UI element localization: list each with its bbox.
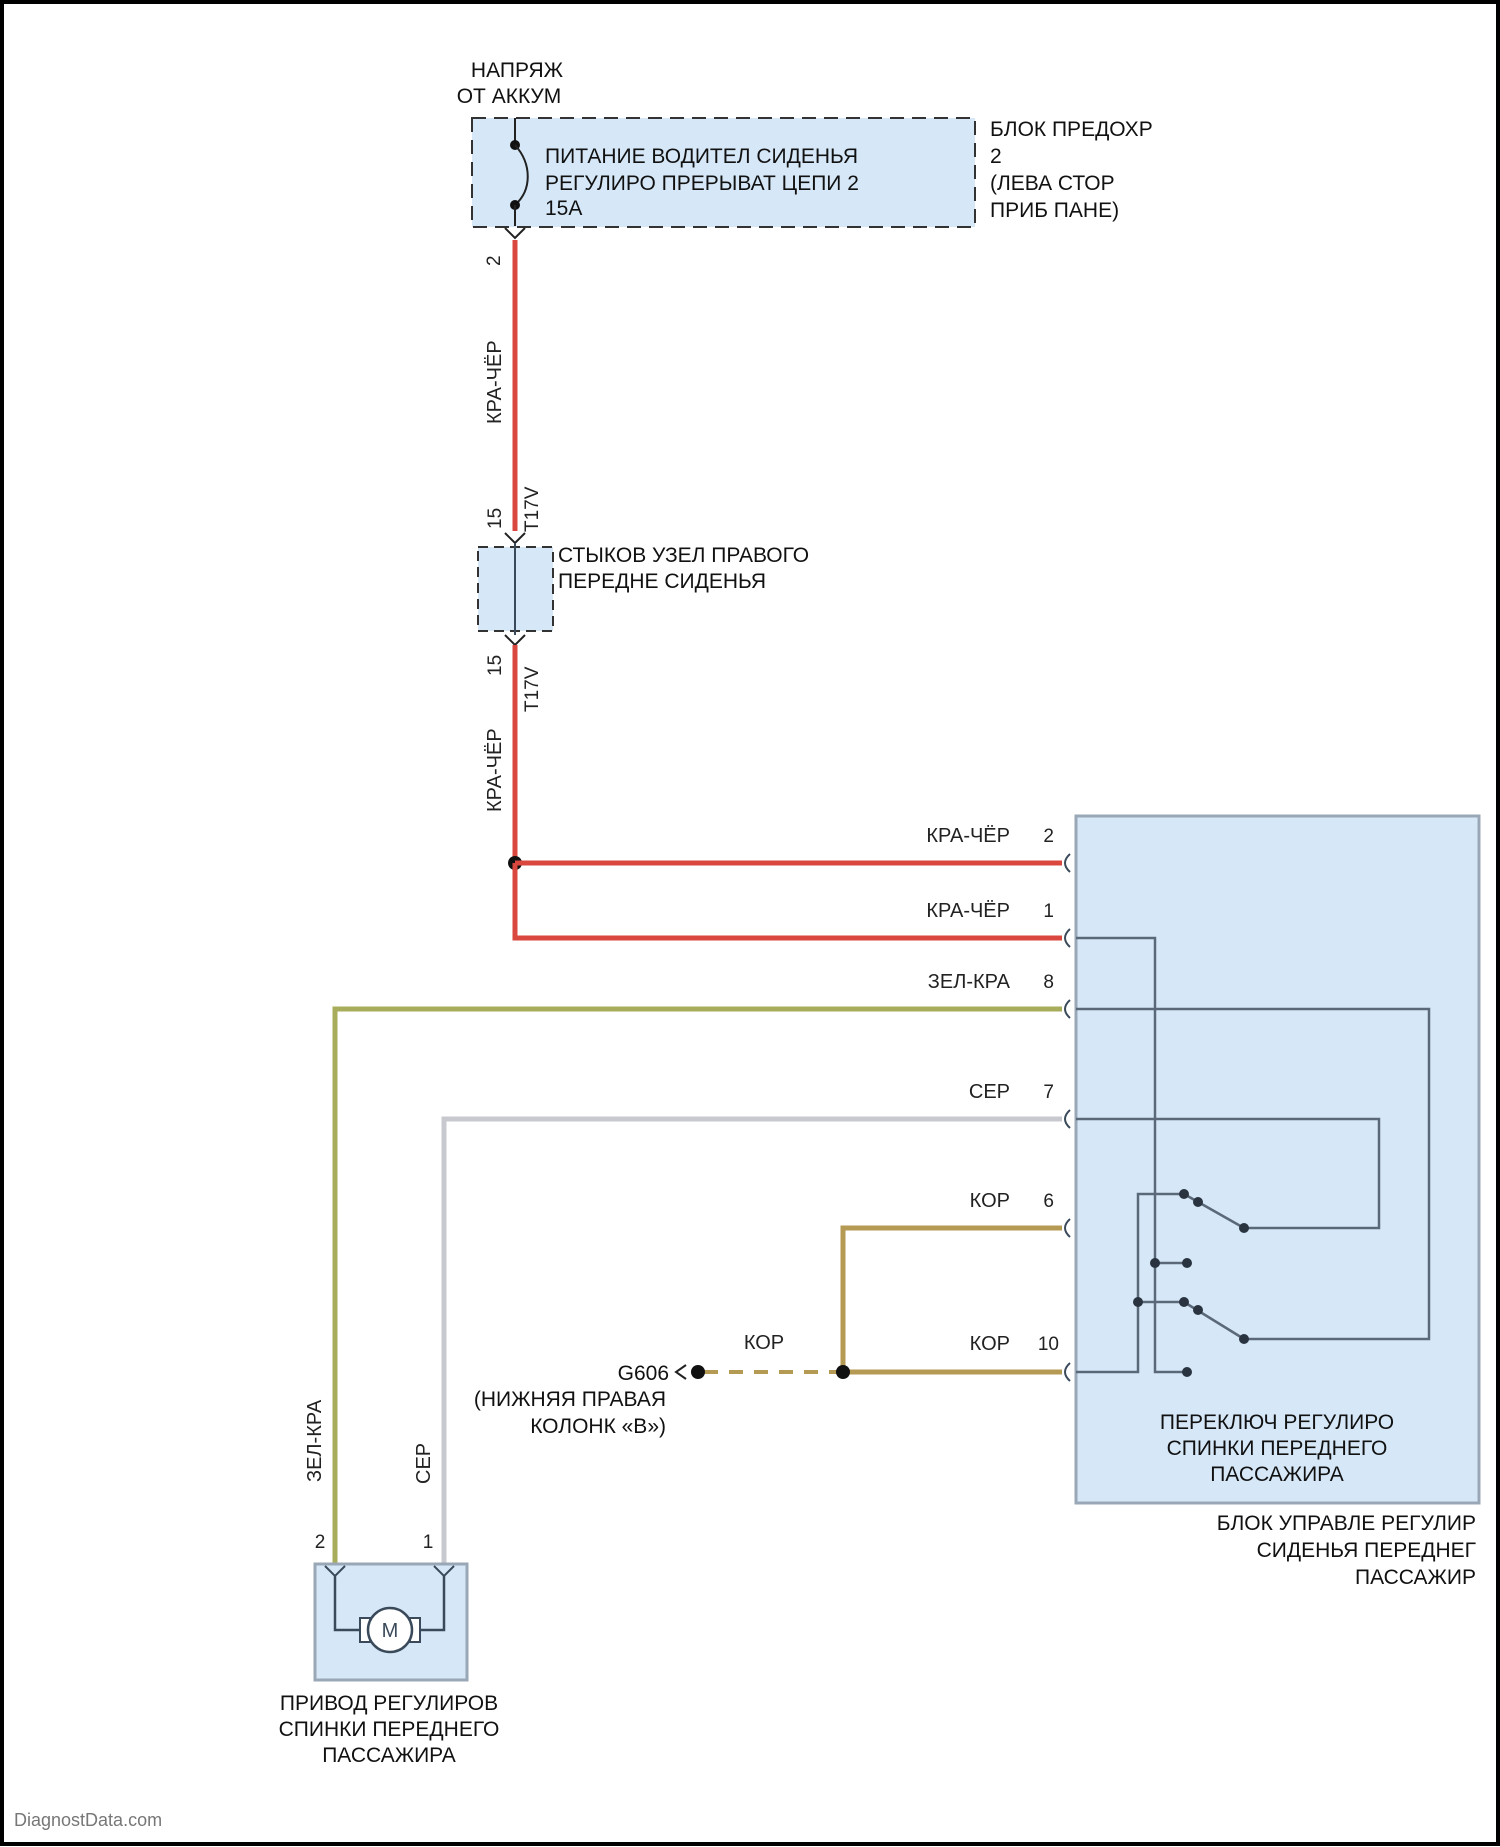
ground-wire-label: КОР xyxy=(744,1332,784,1354)
switch-contact-dot xyxy=(1239,1334,1249,1344)
pin-connector-hook xyxy=(1065,1000,1070,1018)
pin-number: 6 xyxy=(1043,1191,1054,1212)
control-unit-label-line2: СИДЕНЬЯ ПЕРЕДНЕГ xyxy=(1257,1539,1476,1562)
fuse-label-line1: ПИТАНИЕ ВОДИТЕЛ СИДЕНЬЯ xyxy=(545,145,858,168)
ground-point xyxy=(691,1365,705,1379)
switch-label-line1: ПЕРЕКЛЮЧ РЕГУЛИРО xyxy=(1160,1411,1394,1434)
wire-label-top: КРА-ЧЁР xyxy=(484,340,506,424)
motor-label-line2: СПИНКИ ПЕРЕДНЕГО xyxy=(279,1718,500,1741)
ground-label-line1: (НИЖНЯЯ ПРАВАЯ xyxy=(474,1388,666,1411)
fuse-connector-chevron xyxy=(505,228,525,238)
junction-bottom-connector: T17V xyxy=(522,666,543,712)
pin-wire-label: ЗЕЛ-КРА xyxy=(928,971,1011,993)
switch-contact-dot xyxy=(1182,1367,1192,1377)
switch-contact-dot xyxy=(1133,1297,1143,1307)
motor-label-line1: ПРИВОД РЕГУЛИРОВ xyxy=(280,1692,498,1715)
fuse-label-line3: 15A xyxy=(545,197,582,220)
junction-top-pin: 15 xyxy=(485,508,506,529)
motor-symbol-letter: M xyxy=(382,1620,399,1642)
control-unit-pin-hooks xyxy=(1065,854,1070,1381)
junction-bottom-pin: 15 xyxy=(485,655,506,676)
junction-top-chevron xyxy=(505,533,525,543)
wire-brown-pin-6 xyxy=(843,1228,1062,1372)
junction-bottom-chevron xyxy=(505,635,525,645)
fuse-block-label-line2: 2 xyxy=(990,145,1002,168)
source-label-line2: ОТ АККУМ xyxy=(457,85,562,108)
wiring-diagram: НАПРЯЖ ОТ АККУМ ПИТАНИЕ ВОДИТЕЛ СИДЕНЬЯ … xyxy=(4,4,1496,1842)
junction-label-line2: ПЕРЕДНЕ СИДЕНЬЯ xyxy=(558,570,766,593)
pin-wire-label: СЕР xyxy=(969,1081,1010,1103)
wire-label-mid: КРА-ЧЁР xyxy=(484,728,506,812)
pin-connector-hook xyxy=(1065,929,1070,947)
pin-number: 2 xyxy=(1043,826,1054,847)
switch-contact-dot xyxy=(1150,1258,1160,1268)
splice-brown xyxy=(836,1365,850,1379)
switch-contact-dot xyxy=(1179,1297,1189,1307)
pin-number: 1 xyxy=(1043,901,1054,922)
control-unit-label-line1: БЛОК УПРАВЛЕ РЕГУЛИР xyxy=(1217,1512,1476,1535)
switch-contact-dot xyxy=(1193,1197,1203,1207)
ground-arrow xyxy=(676,1365,686,1379)
ground-label-line2: КОЛОНК «B») xyxy=(530,1415,666,1438)
source-label-line1: НАПРЯЖ xyxy=(471,59,564,82)
pin-connector-hook xyxy=(1065,1110,1070,1128)
switch-contact-dot xyxy=(1193,1305,1203,1315)
control-unit-label-line3: ПАССАЖИР xyxy=(1355,1566,1476,1589)
switch-contact-dot xyxy=(1239,1223,1249,1233)
pin-number: 10 xyxy=(1038,1334,1059,1355)
pin-connector-hook xyxy=(1065,1363,1070,1381)
pin-wire-label: КОР xyxy=(970,1333,1010,1355)
fuse-block-label-line3: (ЛЕВА СТОР xyxy=(990,172,1115,195)
motor-wire-label-left: ЗЕЛ-КРА xyxy=(304,1399,326,1482)
control-unit-box xyxy=(1076,816,1479,1503)
motor-label-line3: ПАССАЖИРА xyxy=(322,1744,456,1767)
motor-pin-left: 2 xyxy=(315,1532,326,1553)
pin-wire-label: КРА-ЧЁР xyxy=(926,825,1010,847)
pin-connector-hook xyxy=(1065,1219,1070,1237)
pin-number: 8 xyxy=(1043,972,1054,993)
fuse-block-label-line4: ПРИБ ПАНЕ) xyxy=(990,199,1119,222)
pin-wire-label: КРА-ЧЁР xyxy=(926,900,1010,922)
watermark: DiagnostData.com xyxy=(14,1810,162,1830)
fuse-block-label-line1: БЛОК ПРЕДОХР xyxy=(990,118,1153,141)
pin-wire-label: КОР xyxy=(970,1190,1010,1212)
switch-contact-dot xyxy=(1182,1258,1192,1268)
fuse-label-line2: РЕГУЛИРО ПРЕРЫВАТ ЦЕПИ 2 xyxy=(545,172,859,195)
junction-top-connector: T17V xyxy=(522,486,543,532)
switch-contact-dot xyxy=(1179,1189,1189,1199)
motor-wire-label-right: СЕР xyxy=(413,1443,435,1484)
switch-label-line3: ПАССАЖИРА xyxy=(1210,1463,1344,1486)
switch-label-line2: СПИНКИ ПЕРЕДНЕГО xyxy=(1167,1437,1388,1460)
pin-connector-hook xyxy=(1065,854,1070,872)
pin-number: 7 xyxy=(1043,1082,1054,1103)
junction-label-line1: СТЫКОВ УЗЕЛ ПРАВОГО xyxy=(558,544,809,567)
control-unit-pin-labels: КРА-ЧЁР 2 КРА-ЧЁР 1 ЗЕЛ-КРА 8 СЕР 7 КОР … xyxy=(926,825,1059,1355)
fuse-pin-number: 2 xyxy=(484,255,505,266)
motor-pin-right: 1 xyxy=(423,1532,434,1553)
ground-id: G606 xyxy=(618,1362,669,1385)
